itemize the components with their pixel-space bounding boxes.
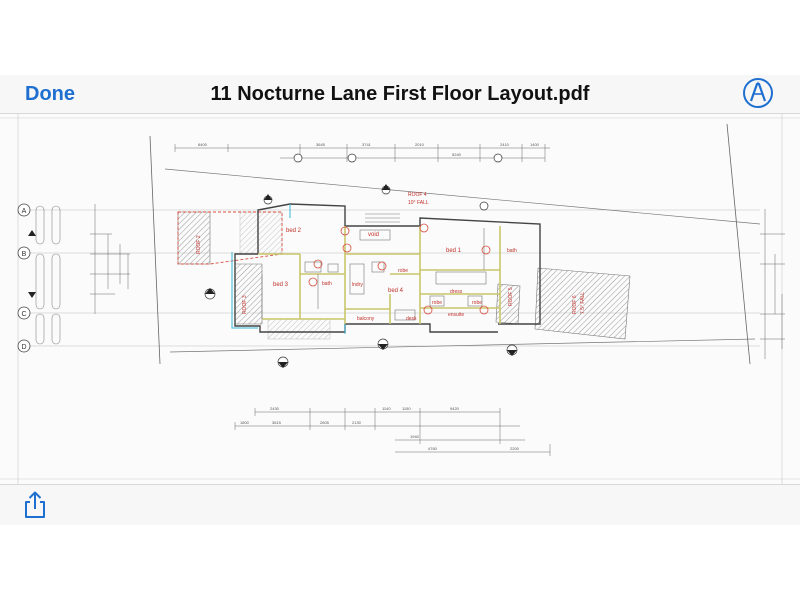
grid-marker-c-label: C bbox=[21, 311, 26, 318]
dim-bottom-3: 9420 bbox=[450, 406, 460, 411]
dim-bottom-1: 1140 bbox=[382, 406, 391, 411]
room-bed-3: bed 3 bbox=[273, 282, 289, 288]
grid-marker-b: B bbox=[17, 246, 31, 260]
room-void: void bbox=[368, 232, 379, 238]
room-bed-4: bed 4 bbox=[388, 288, 404, 294]
markup-pen-circle-icon[interactable] bbox=[742, 77, 774, 109]
dim-top-0: 6400 bbox=[198, 142, 208, 147]
roof-label-3: ROOF 3 bbox=[242, 295, 248, 314]
dim-top-2: 3741 bbox=[362, 142, 372, 147]
dim-bottom-9: 4760 bbox=[428, 446, 438, 451]
grid-marker-d: D bbox=[17, 339, 31, 353]
room-robe-3: robe bbox=[472, 300, 482, 306]
dim-bottom-7: 2130 bbox=[352, 420, 362, 425]
room-bath: bath bbox=[322, 281, 332, 287]
bottom-blank-area bbox=[0, 525, 800, 600]
dim-bottom-4: 1800 bbox=[240, 420, 250, 425]
share-icon[interactable] bbox=[22, 491, 48, 519]
roof-label-6-fall: 7.5° FALL bbox=[580, 292, 586, 314]
grid-marker-d-label: D bbox=[21, 344, 26, 351]
room-bed-1: bed 1 bbox=[446, 248, 462, 254]
dim-bottom-10: 2200 bbox=[510, 446, 520, 451]
roof-label-2: ROOF 2 bbox=[196, 235, 202, 254]
dim-bottom-5: 3615 bbox=[272, 420, 282, 425]
done-button[interactable]: Done bbox=[25, 83, 75, 105]
dim-top-4: 5240 bbox=[452, 152, 462, 157]
room-bath-main: bath bbox=[507, 248, 517, 254]
room-lndry: lndry bbox=[352, 282, 363, 288]
bottom-toolbar bbox=[0, 484, 800, 525]
roof-label-6: ROOF 6 bbox=[572, 295, 578, 314]
pdf-document-view[interactable]: A B C D bbox=[0, 114, 800, 484]
dim-bottom-8: 1940 bbox=[410, 434, 420, 439]
section-markers bbox=[204, 153, 518, 368]
room-robe-2: robe bbox=[432, 300, 442, 306]
document-title: 11 Nocturne Lane First Floor Layout.pdf bbox=[210, 83, 590, 105]
grid-marker-a: A bbox=[17, 203, 31, 217]
dim-bottom-6: 2605 bbox=[320, 420, 330, 425]
dim-top-5: 2410 bbox=[500, 142, 510, 147]
floor-plan-drawing: A B C D bbox=[0, 114, 800, 484]
roof-label-5: ROOF 5 bbox=[508, 287, 514, 306]
top-blank-area bbox=[0, 0, 800, 75]
dim-bottom-0: 2430 bbox=[270, 406, 280, 411]
dim-top-6: 1400 bbox=[530, 142, 540, 147]
dim-top-1: 3645 bbox=[316, 142, 326, 147]
room-bed-2: bed 2 bbox=[286, 228, 302, 234]
roof-label-4-fall: 10° FALL bbox=[408, 200, 429, 206]
room-dress: dress bbox=[450, 289, 463, 295]
navigation-bar: Done 11 Nocturne Lane First Floor Layout… bbox=[0, 75, 800, 114]
room-ensuite: ensuite bbox=[448, 312, 464, 318]
roof-label-4: ROOF 4 bbox=[408, 192, 427, 198]
room-balcony: balcony bbox=[357, 316, 375, 322]
dim-top-3: 2010 bbox=[415, 142, 425, 147]
dim-bottom-2: 1150 bbox=[402, 406, 411, 411]
room-robe-1: robe bbox=[398, 268, 408, 274]
grid-marker-c: C bbox=[17, 306, 31, 320]
grid-marker-b-label: B bbox=[22, 251, 27, 258]
grid-marker-a-label: A bbox=[22, 208, 27, 215]
room-desk: desk bbox=[406, 316, 417, 322]
